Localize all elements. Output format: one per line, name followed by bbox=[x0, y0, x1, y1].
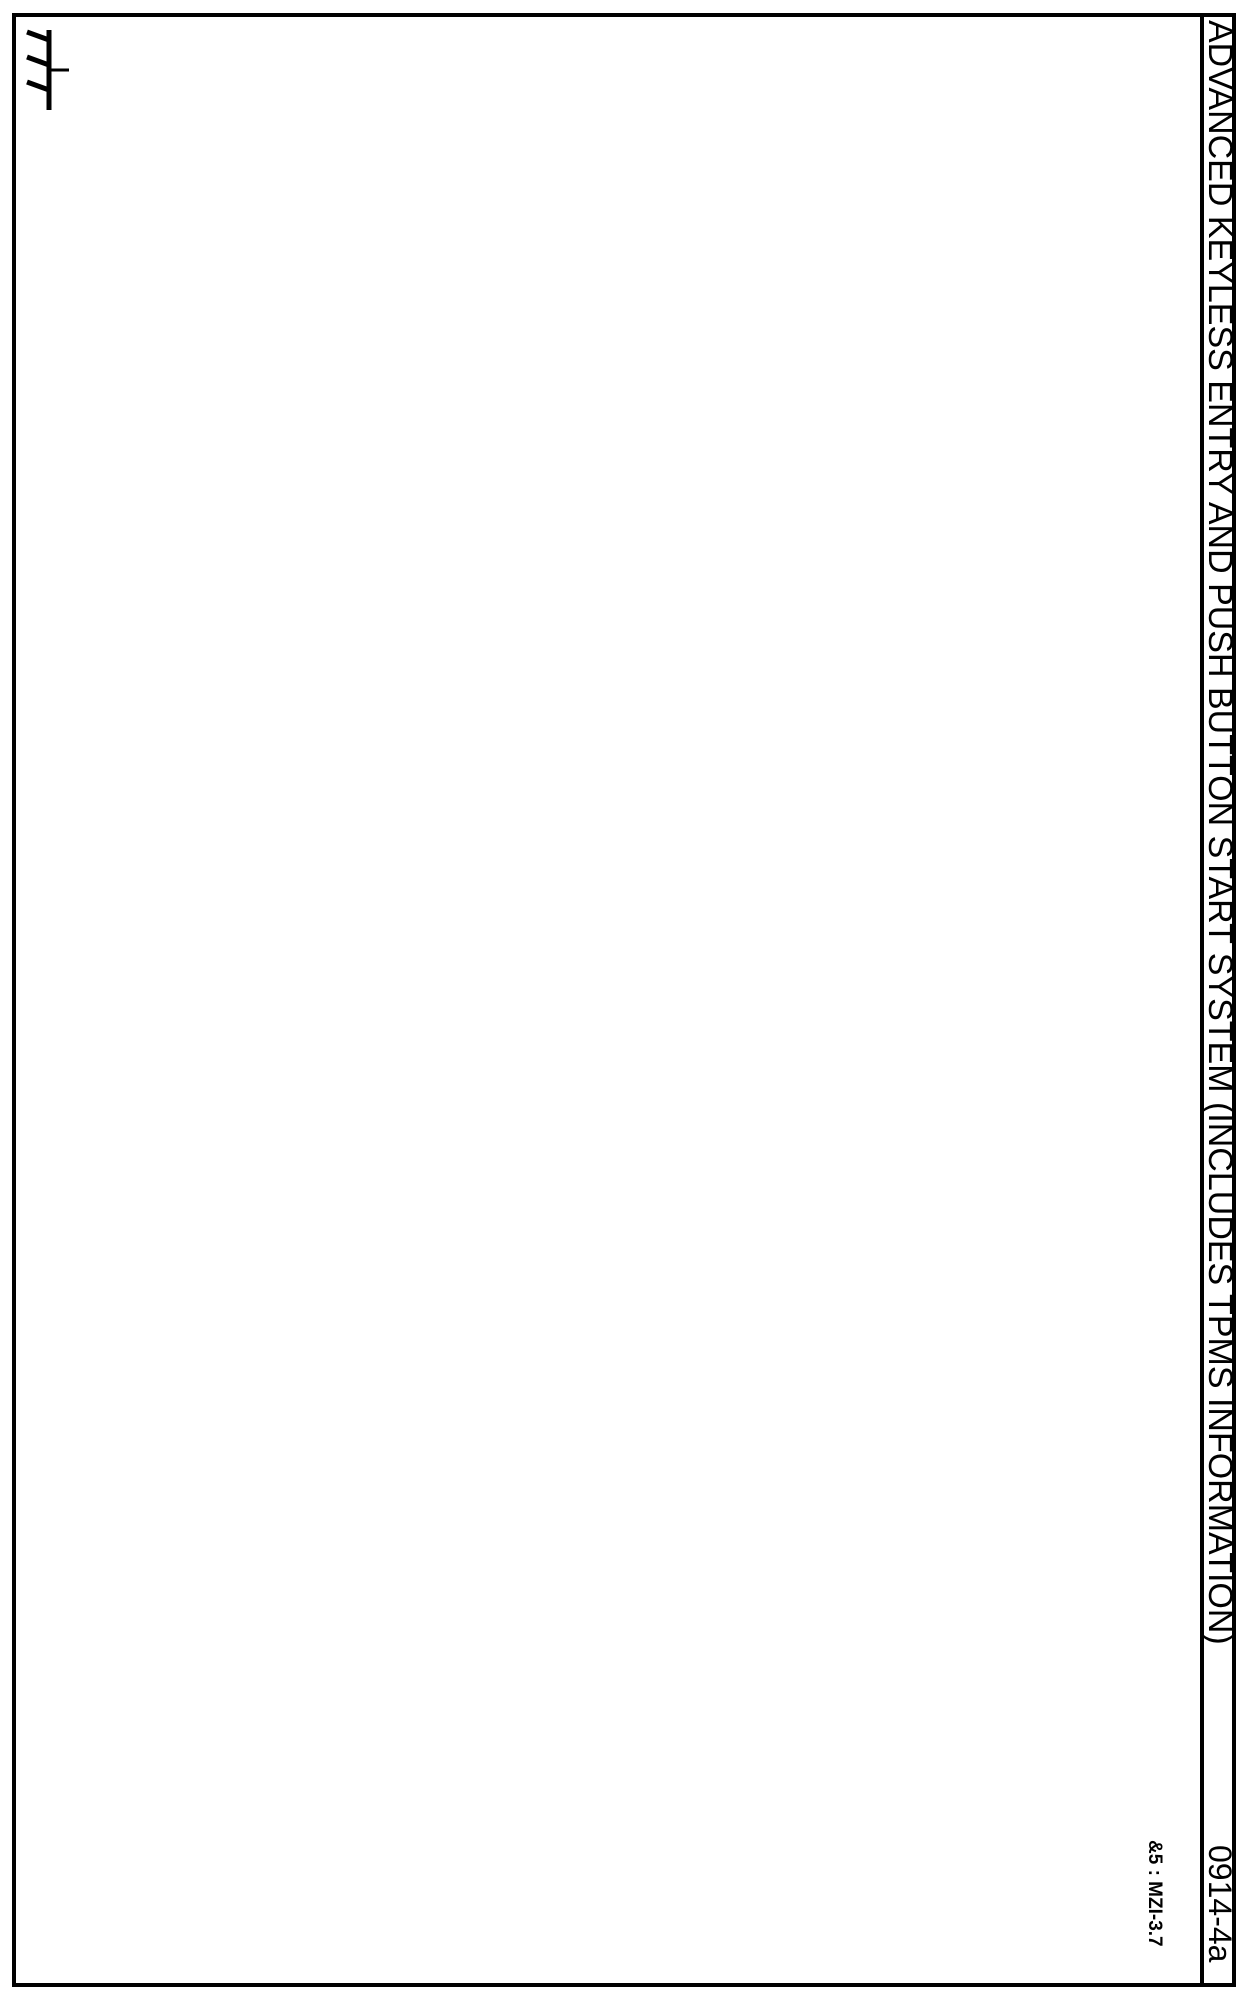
page-frame bbox=[12, 13, 1236, 1987]
engine-note: &5 : MZI-3.7 bbox=[1144, 1840, 1165, 1947]
diagram-title: ADVANCED KEYLESS ENTRY AND PUSH BUTTON S… bbox=[1201, 20, 1239, 1645]
ground-symbol bbox=[26, 29, 52, 110]
diagram-code: 0914-4a bbox=[1202, 1845, 1238, 1963]
